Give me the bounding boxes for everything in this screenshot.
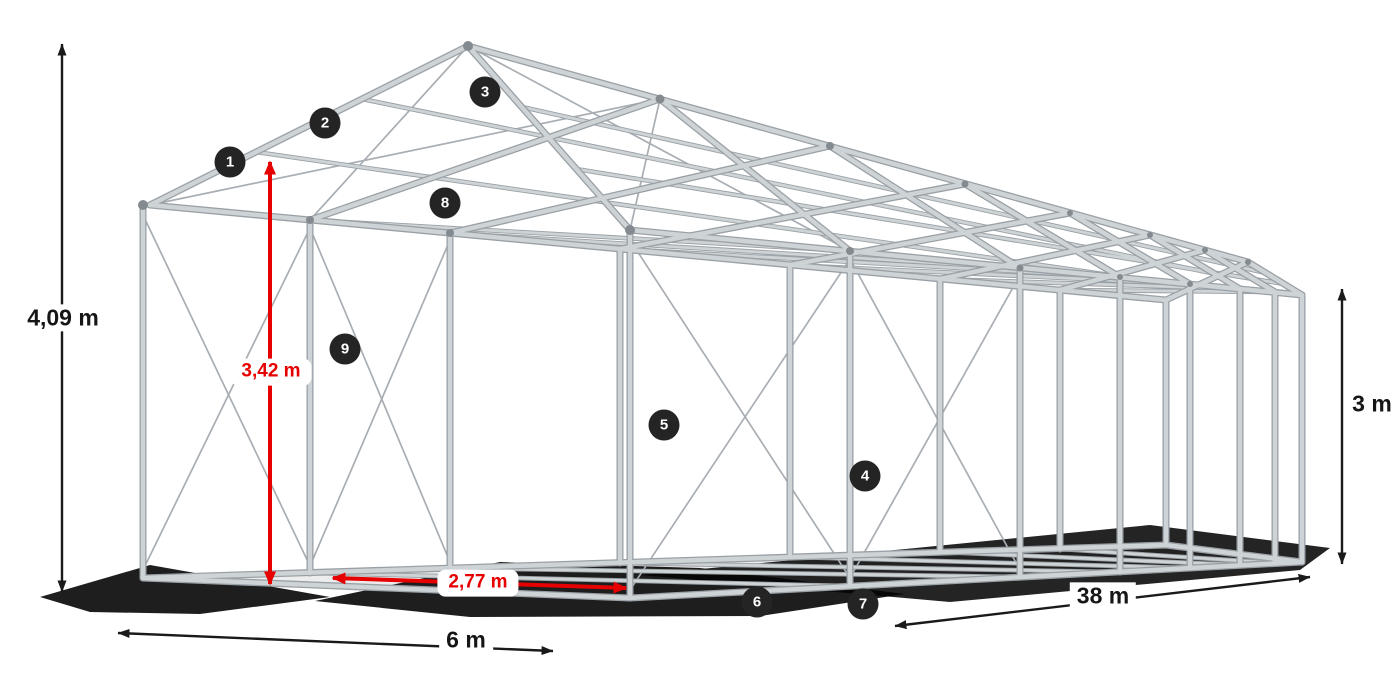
callout-badge-8: 8 <box>429 187 461 219</box>
callout-badge-3: 3 <box>469 76 501 108</box>
callout-badge-7: 7 <box>847 588 879 620</box>
callout-badge-4: 4 <box>849 460 881 492</box>
width-label: 6 m <box>439 626 493 654</box>
total-height-label: 4,09 m <box>20 304 106 332</box>
callout-badge-9: 9 <box>329 333 361 365</box>
length-label: 38 m <box>1069 582 1137 610</box>
side-height-label: 3 m <box>1345 390 1399 418</box>
clear-height-label: 3,42 m <box>230 358 312 386</box>
callout-badge-2: 2 <box>309 107 341 139</box>
clear-width-label: 2,77 m <box>437 569 519 597</box>
callout-badge-1: 1 <box>214 146 246 178</box>
frame-purlins <box>256 99 1284 586</box>
frame-connectors <box>138 41 1251 287</box>
callout-badge-5: 5 <box>648 409 680 441</box>
callout-badge-6: 6 <box>741 586 773 618</box>
